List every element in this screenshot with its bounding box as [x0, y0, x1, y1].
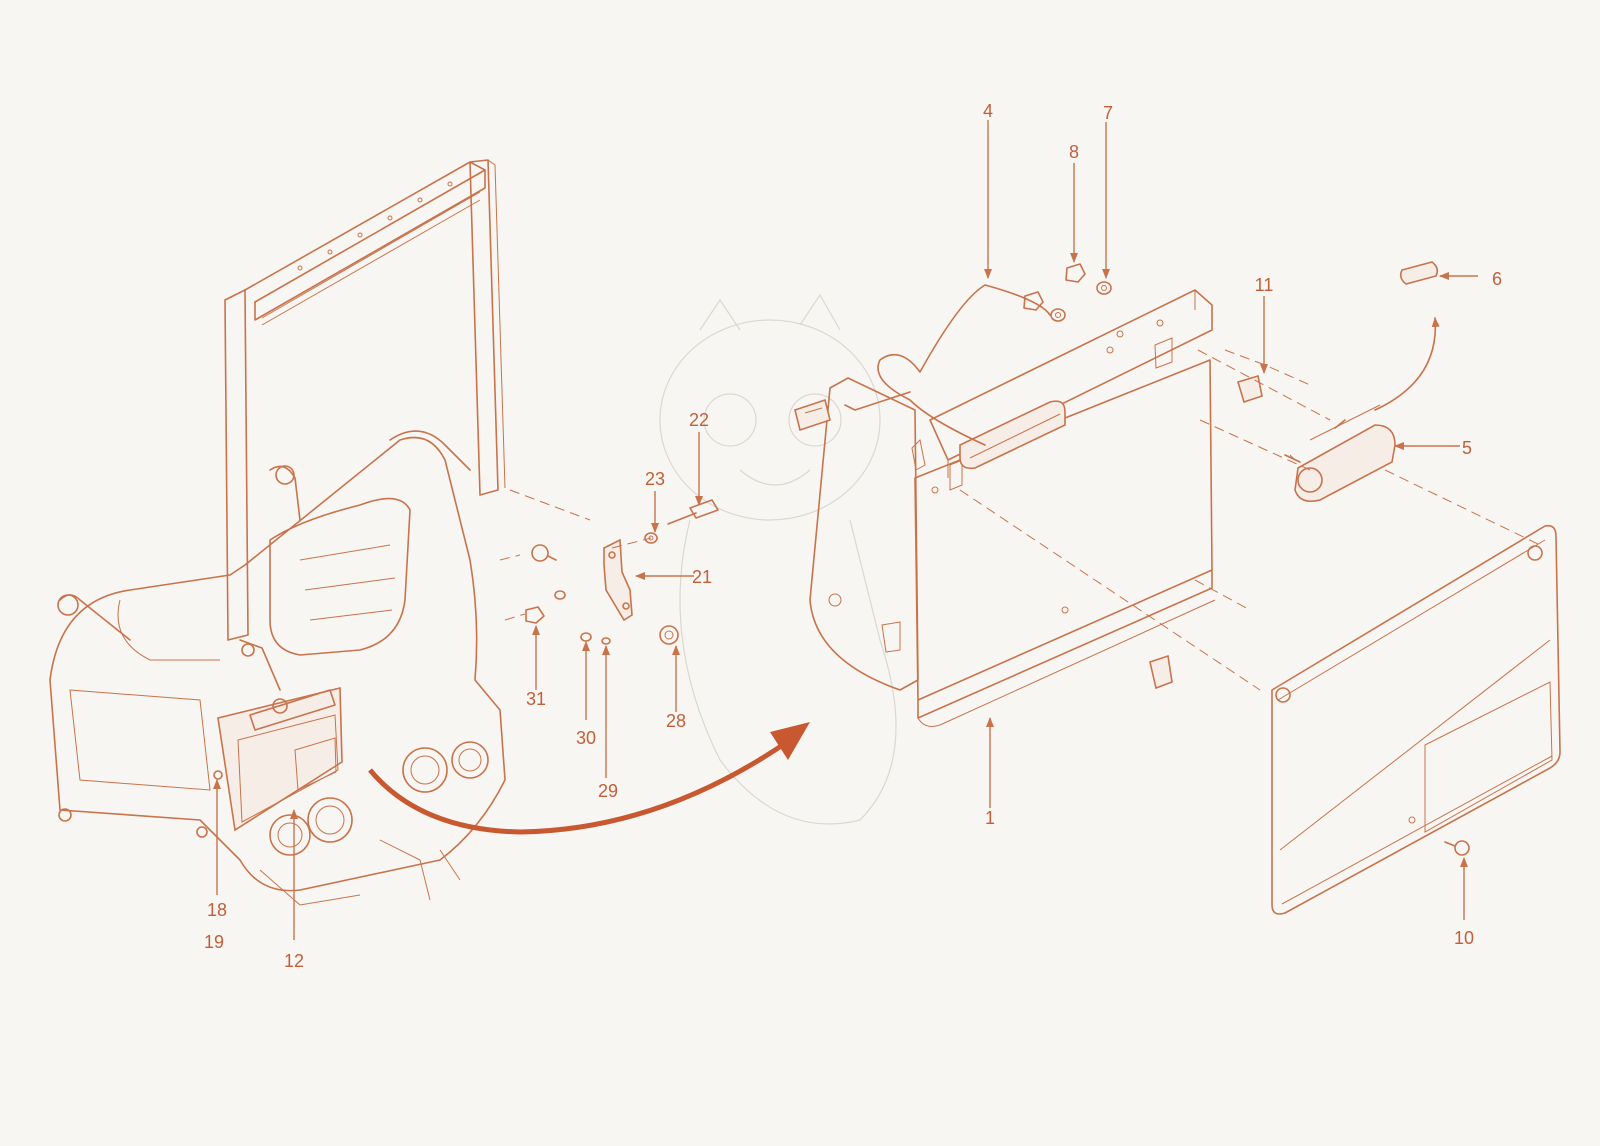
- callout-1: 1: [985, 808, 995, 828]
- machine-assembly: [49, 159, 506, 906]
- callout-18: 18: [207, 900, 227, 920]
- callout-30: 30: [576, 728, 596, 748]
- callout-10: 10: [1454, 928, 1474, 948]
- callout-29: 29: [598, 781, 618, 801]
- callout-5: 5: [1462, 438, 1472, 458]
- callout-19: 19: [204, 932, 224, 952]
- leader-lines: [213, 120, 1478, 940]
- callout-labels: 4 7 8 11 6 5 1 10 22 23 21 31 30 29 28 1…: [204, 101, 1502, 971]
- callout-6: 6: [1492, 269, 1502, 289]
- dragon-watermark-icon: [659, 293, 897, 825]
- callout-8: 8: [1069, 142, 1079, 162]
- mounting-hardware: [499, 489, 719, 645]
- plate-bracket-assembly: [794, 261, 1561, 915]
- callout-4: 4: [983, 101, 993, 121]
- curved-arrow-icon: [368, 722, 810, 835]
- callout-23: 23: [645, 469, 665, 489]
- callout-12: 12: [284, 951, 304, 971]
- callout-22: 22: [689, 410, 709, 430]
- callout-11: 11: [1255, 275, 1274, 295]
- callout-31: 31: [526, 689, 546, 709]
- callout-28: 28: [666, 711, 686, 731]
- callout-7: 7: [1103, 103, 1113, 123]
- callout-21: 21: [692, 567, 712, 587]
